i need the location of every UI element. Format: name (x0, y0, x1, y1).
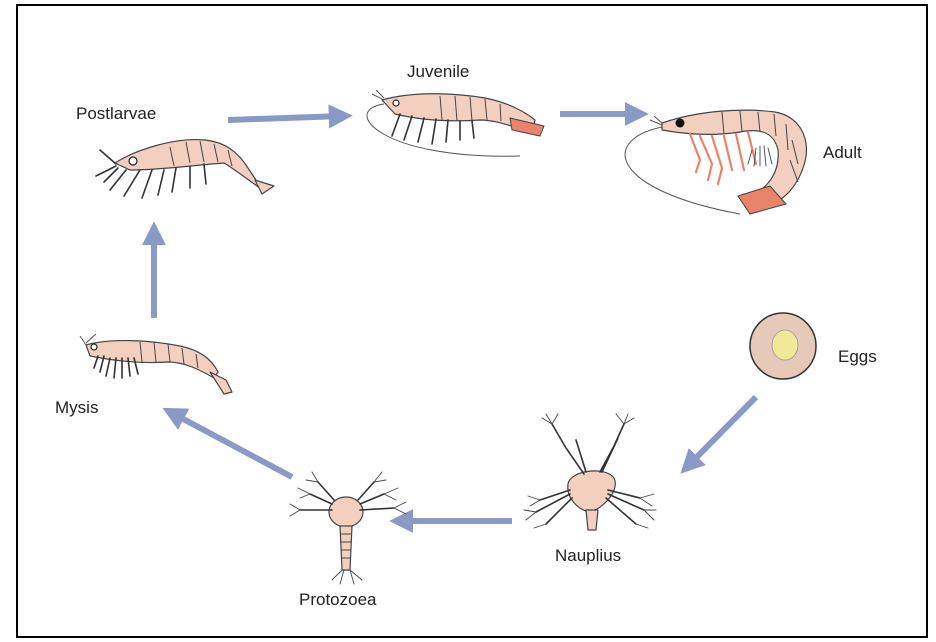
label-mysis: Mysis (55, 398, 98, 418)
label-juvenile: Juvenile (407, 62, 469, 82)
nauplius-illustration (524, 414, 656, 530)
juvenile-illustration (367, 90, 544, 156)
label-eggs: Eggs (838, 347, 877, 367)
label-protozoea: Protozoea (299, 590, 377, 610)
arrow-postlarvae-to-juvenile (228, 116, 342, 120)
arrow-eggs-to-nauplius (688, 397, 756, 466)
mysis-illustration (80, 334, 232, 394)
arrow-protozoea-to-mysis (172, 413, 292, 477)
egg-illustration (750, 313, 816, 379)
label-postlarvae: Postlarvae (76, 104, 156, 124)
postlarvae-illustration (96, 140, 274, 198)
label-nauplius: Nauplius (555, 546, 621, 566)
adult-illustration (625, 110, 806, 214)
protozoea-illustration (290, 472, 406, 584)
label-adult: Adult (823, 143, 862, 163)
